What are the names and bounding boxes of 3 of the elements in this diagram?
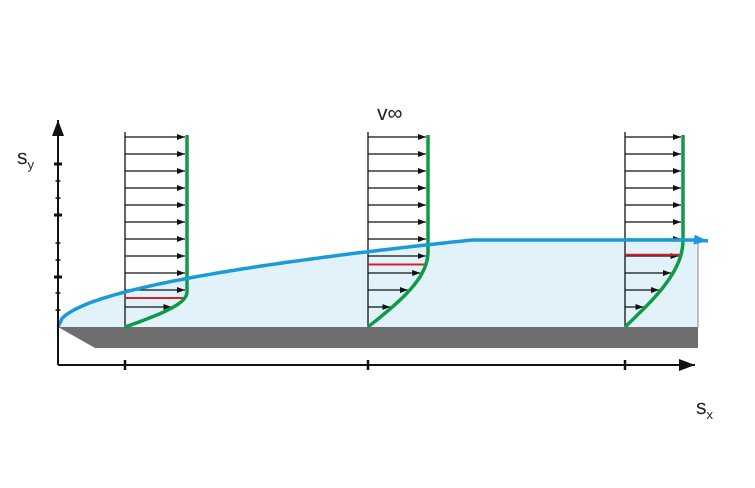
velocity-label: v∞ <box>377 103 402 124</box>
axis-label: s$_{x}$ <box>696 397 713 422</box>
axis-label: s$_{y}$ <box>17 147 34 172</box>
